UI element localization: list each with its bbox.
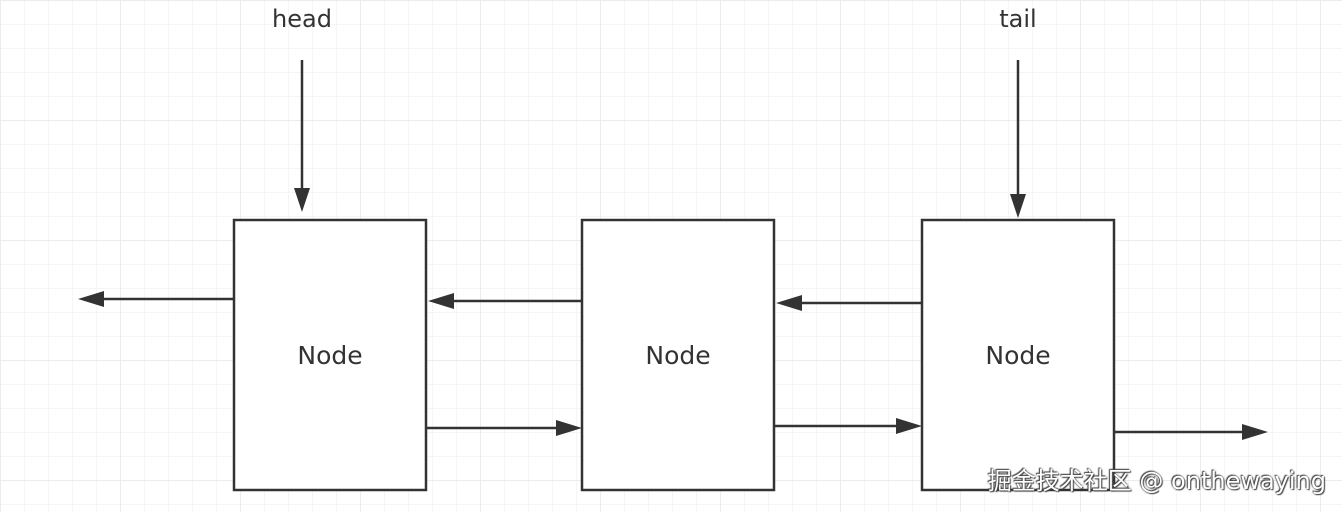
node-1-label: Node (297, 341, 362, 370)
head-pointer-arrow (294, 60, 310, 212)
node-1-next-arrow (426, 420, 582, 436)
node-1-prev-arrow (78, 291, 234, 307)
watermark: 掘金技术社区 @ onthewaying (987, 467, 1326, 495)
node-3-prev-arrow (776, 295, 922, 311)
tail-label: tail (999, 5, 1036, 33)
node-3: Node (920, 218, 1116, 492)
head-label: head (272, 5, 332, 33)
node-2: Node (580, 218, 776, 492)
node-3-label: Node (985, 341, 1050, 370)
node-2-label: Node (645, 341, 710, 370)
node-2-next-arrow (774, 418, 922, 434)
node-3-next-arrow (1114, 424, 1268, 440)
node-1: Node (232, 218, 428, 492)
tail-pointer-arrow (1010, 60, 1026, 218)
node-2-prev-arrow (428, 293, 582, 309)
